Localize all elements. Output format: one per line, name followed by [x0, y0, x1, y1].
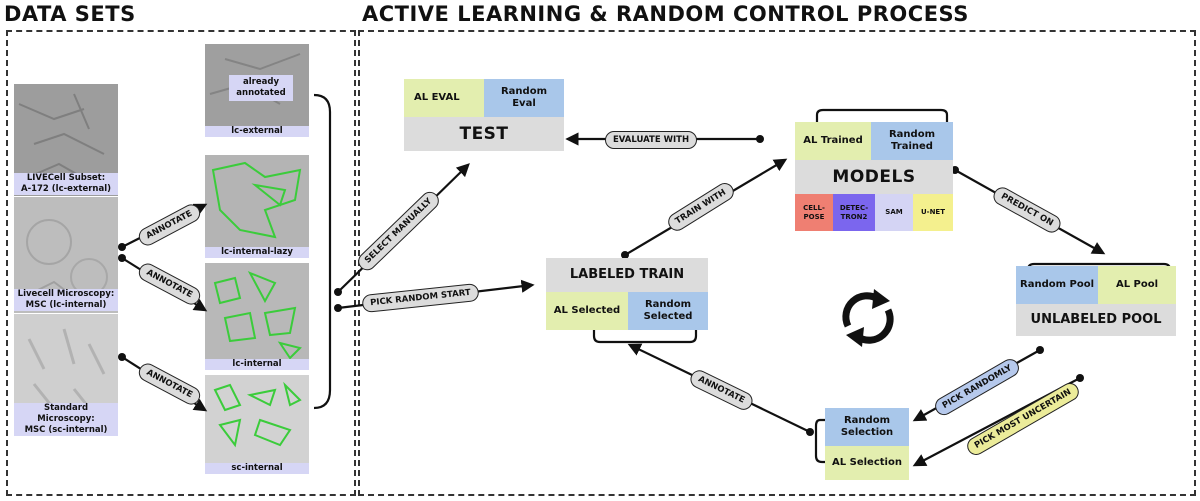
arrow-dot [1076, 374, 1084, 382]
dataset-image-sc-internal [205, 375, 309, 463]
model-type-sam: SAM [875, 194, 913, 231]
datasets-panel [6, 30, 356, 496]
selection-al: AL Selection [825, 446, 909, 480]
model-type-unet: U-NET [913, 194, 953, 231]
process-title: ACTIVE LEARNING & RANDOM CONTROL PROCESS [362, 2, 969, 26]
source-label-lc-external: LIVECell Subset: A-172 (lc-external) [14, 173, 118, 195]
source-label-sc-internal: Standard Microscopy: MSC (sc-internal) [14, 403, 118, 436]
dataset-label-lc-internal: lc-internal [205, 359, 309, 370]
arrow-dot [118, 353, 126, 361]
arrow-dot [756, 135, 764, 143]
arrow-dot [118, 243, 126, 251]
evaluate-with-pill: EVALUATE WITH [605, 131, 698, 149]
unlabeled-random-pool: Random Pool [1016, 266, 1098, 304]
labeled-train-title: LABELED TRAIN [546, 258, 708, 292]
models-title: MODELS [795, 160, 953, 194]
test-random-eval: Random Eval [484, 79, 564, 117]
test-title: TEST [404, 117, 564, 151]
models-al-trained: AL Trained [795, 122, 871, 160]
dataset-image-lc-internal-lazy [205, 155, 309, 247]
selection-random: Random Selection [825, 408, 909, 446]
dataset-label-lc-external: lc-external [205, 126, 309, 137]
unlabeled-pool-title: UNLABELED POOL [1016, 304, 1176, 336]
models-bracket [815, 108, 949, 122]
arrow-dot [621, 251, 629, 259]
dataset-bracket [313, 93, 332, 410]
already-annotated-label: already annotated [229, 75, 293, 101]
arrow-dot [951, 166, 959, 174]
cycle-arrows-icon [842, 292, 894, 344]
labeled-bracket [592, 330, 698, 344]
arrow-dot [118, 254, 126, 262]
dataset-label-sc-internal: sc-internal [205, 463, 309, 474]
arrow-dot [334, 288, 342, 296]
arrow-dot [806, 428, 814, 436]
unlabeled-al-pool: AL Pool [1098, 266, 1176, 304]
dataset-label-lc-internal-lazy: lc-internal-lazy [205, 247, 309, 258]
arrow-dot [1036, 346, 1044, 354]
source-label-lc-internal: Livecell Microscopy: MSC (lc-internal) [14, 289, 118, 311]
selection-bracket [814, 418, 828, 464]
models-random-trained: Random Trained [871, 122, 953, 160]
labeled-al-selected: AL Selected [546, 292, 628, 330]
labeled-random-selected: Random Selected [628, 292, 708, 330]
model-type-cellpose: CELL- POSE [795, 194, 833, 231]
model-type-detectron: DETEC- TRON2 [833, 194, 875, 231]
arrow-dot [334, 304, 342, 312]
dataset-image-lc-internal [205, 263, 309, 359]
datasets-title: DATA SETS [4, 2, 136, 26]
test-al-eval: AL EVAL [404, 79, 484, 117]
